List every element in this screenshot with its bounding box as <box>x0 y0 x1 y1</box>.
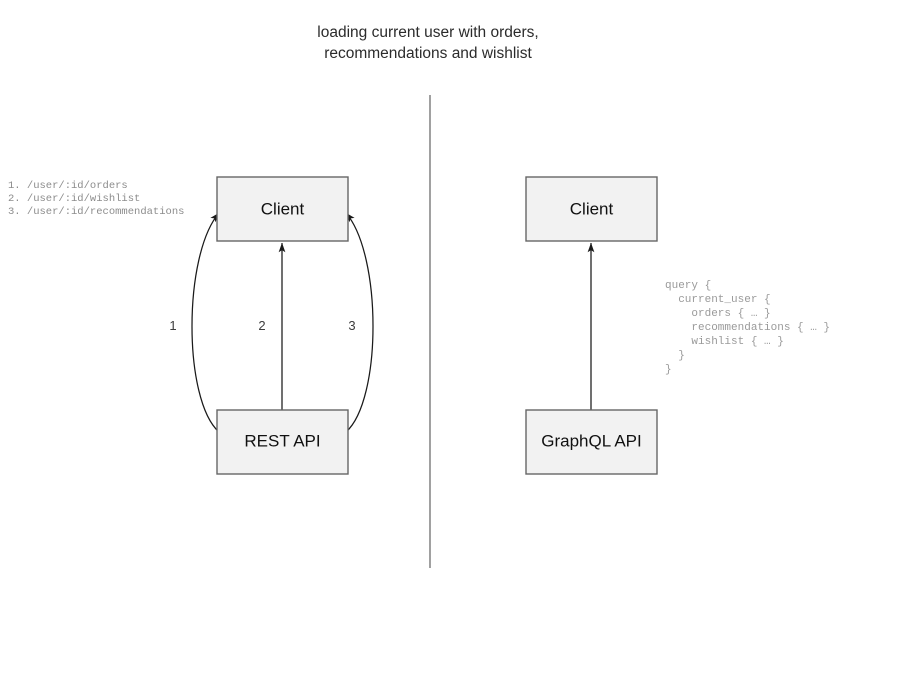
node-graphql-api-label: GraphQL API <box>541 431 641 450</box>
query-line-7: } <box>665 364 672 376</box>
node-graphql-client-label: Client <box>570 199 614 218</box>
node-graphql-api[interactable]: GraphQL API <box>525 409 658 475</box>
endpoint-item-1: 1. /user/:id/orders <box>8 180 128 192</box>
node-rest-client-label: Client <box>261 199 305 218</box>
query-line-5: wishlist { … } <box>665 336 784 348</box>
node-rest-api-box <box>216 409 349 475</box>
rest-section: 1. /user/:id/orders 2. /user/:id/wishlis… <box>8 176 374 475</box>
node-rest-client-box <box>216 176 349 242</box>
graphql-query-block: query { current_user { orders { … } reco… <box>665 280 830 376</box>
rest-endpoint-list: 1. /user/:id/orders 2. /user/:id/wishlis… <box>8 180 184 218</box>
node-rest-api[interactable]: REST API <box>216 409 349 475</box>
title-line-2: recommendations and wishlist <box>324 45 532 62</box>
query-line-2: current_user { <box>665 294 771 306</box>
title-line-1: loading current user with orders, <box>317 24 538 41</box>
edge-label-3: 3 <box>348 318 355 333</box>
query-line-1: query { <box>665 280 711 292</box>
edge-label-1: 1 <box>169 318 176 333</box>
node-rest-api-label: REST API <box>244 431 320 450</box>
edge-rest-3 <box>336 212 374 441</box>
query-line-4: recommendations { … } <box>665 322 830 334</box>
query-line-6: } <box>665 350 685 362</box>
node-graphql-api-box <box>525 409 658 475</box>
graphql-section: Client GraphQL API query { current_user … <box>525 176 830 475</box>
query-line-3: orders { … } <box>665 308 771 320</box>
endpoint-item-2: 2. /user/:id/wishlist <box>8 193 140 205</box>
edge-rest-1 <box>191 212 229 441</box>
node-rest-client[interactable]: Client <box>216 176 349 242</box>
diagram-title: loading current user with orders, recomm… <box>317 24 538 62</box>
edge-label-2: 2 <box>258 318 265 333</box>
node-graphql-client[interactable]: Client <box>525 176 658 242</box>
endpoint-item-3: 3. /user/:id/recommendations <box>8 206 184 218</box>
node-graphql-client-box <box>525 176 658 242</box>
